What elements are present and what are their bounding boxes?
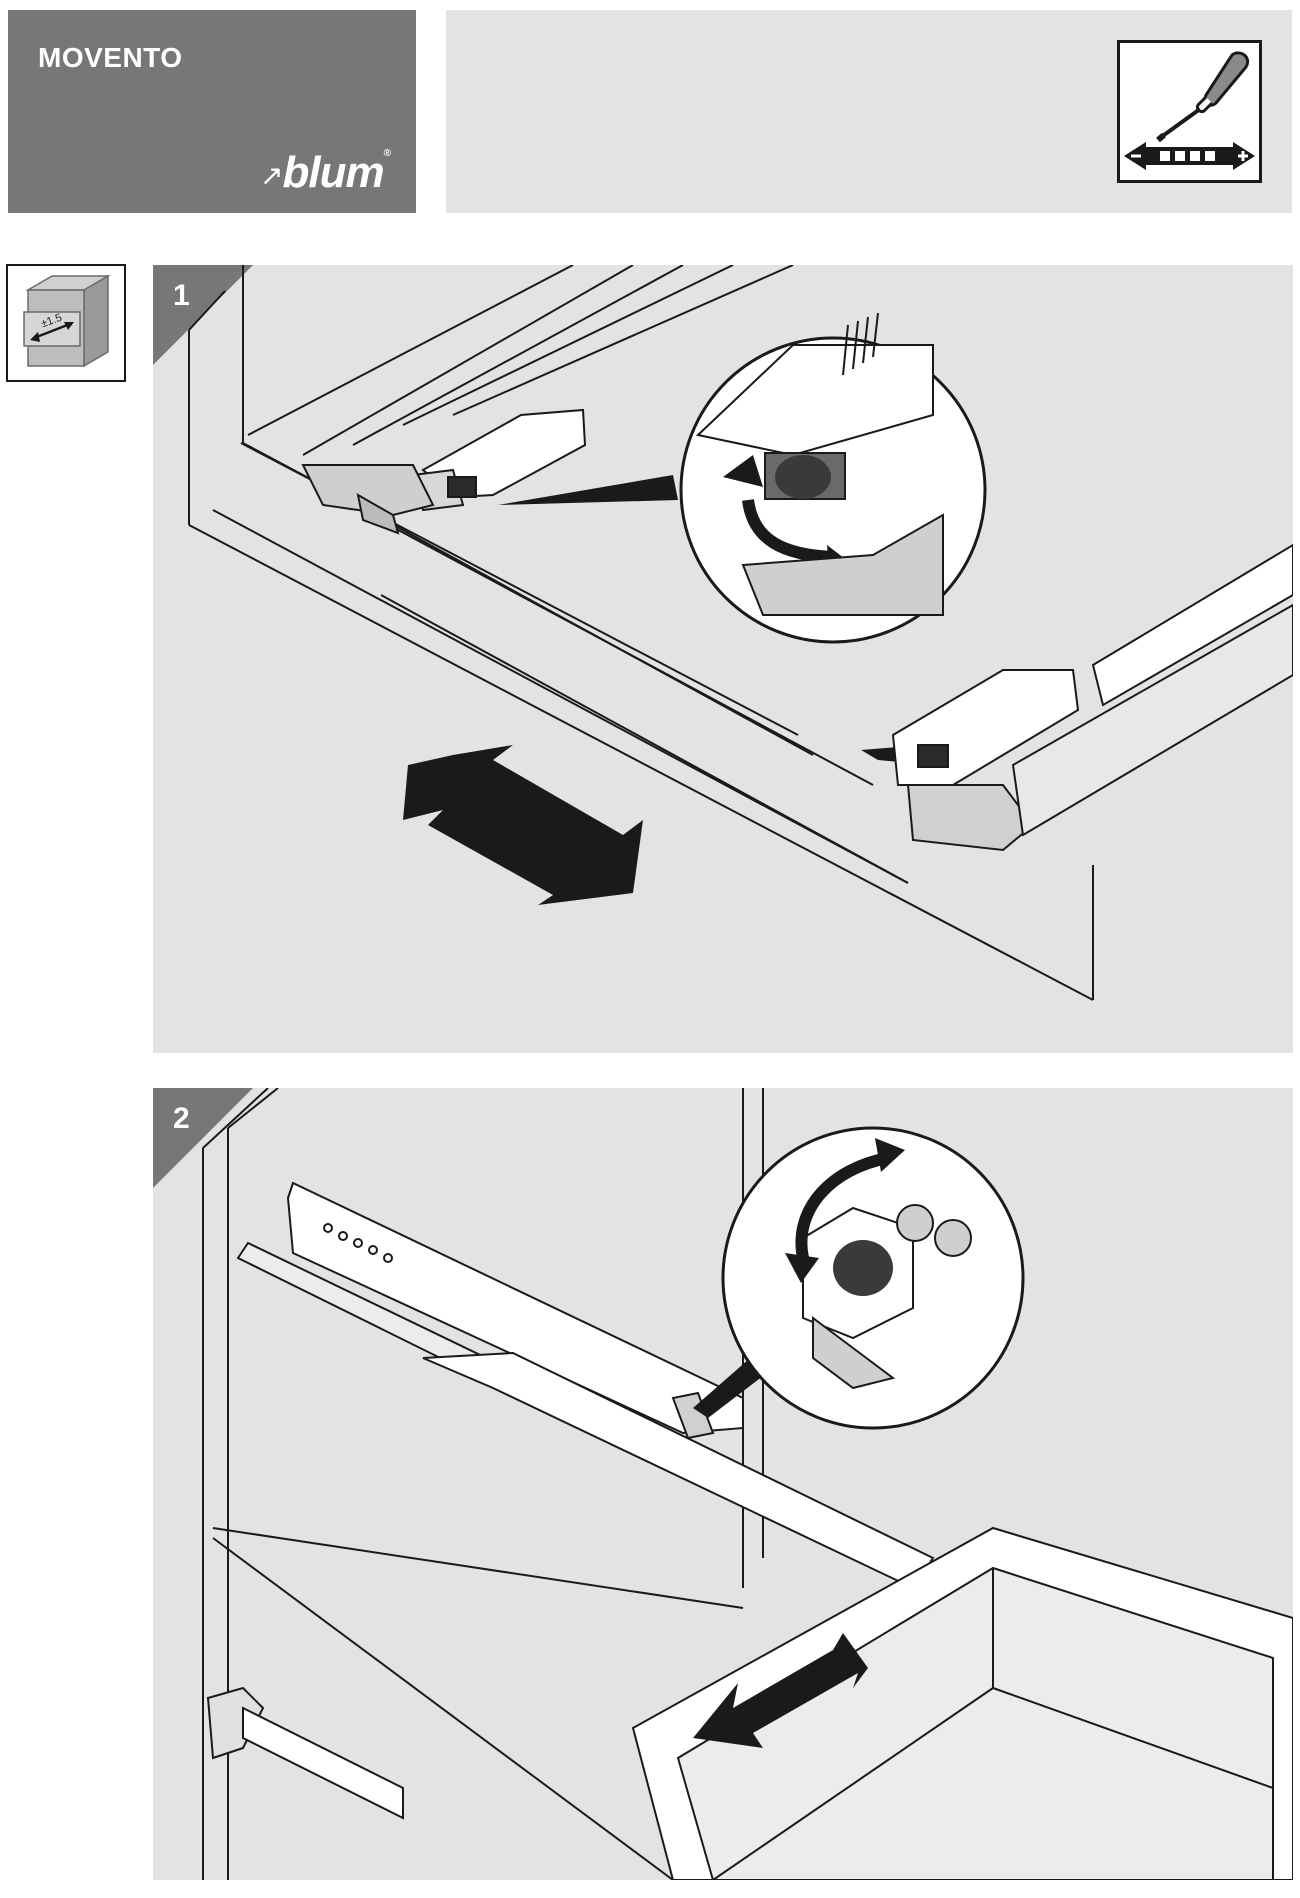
zoom-detail-1 xyxy=(679,312,987,644)
step-2-panel: 2 xyxy=(153,1088,1293,1880)
step-number: 1 xyxy=(173,279,190,312)
product-name: MOVENTO xyxy=(38,42,183,73)
step-2-illustration xyxy=(153,1088,1293,1880)
tool-icon-box xyxy=(1117,40,1262,183)
depth-adjust-arrow xyxy=(403,745,643,905)
product-title-block: MOVENTO ↗blum® xyxy=(8,10,416,213)
brand-name: blum xyxy=(282,148,385,197)
step-1-illustration xyxy=(153,265,1293,1001)
registered-mark: ® xyxy=(383,148,391,159)
drawer-adjust-arrow xyxy=(693,1633,868,1748)
step-number: 2 xyxy=(173,1102,190,1135)
step-1-panel: 1 xyxy=(153,265,1293,1053)
zoom-detail-2 xyxy=(721,1126,1025,1430)
screwdriver-icon xyxy=(1124,51,1255,170)
depth-adjustment-cabinet-icon: ±1.5 xyxy=(6,264,126,382)
minus-plus-arrow-icon xyxy=(1124,142,1255,170)
blum-logo: ↗blum® xyxy=(260,148,391,197)
